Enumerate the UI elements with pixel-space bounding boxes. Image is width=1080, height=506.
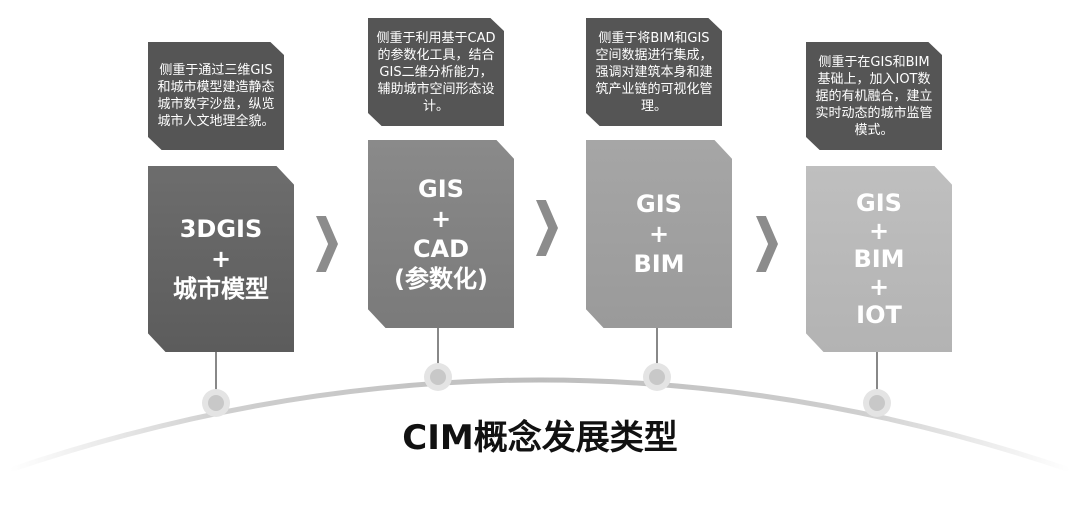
stage-2-line-1: GIS	[418, 175, 464, 203]
timeline-dot-2	[430, 369, 446, 385]
diagram-title: CIM概念发展类型	[402, 418, 678, 458]
stage-2-line-3: CAD	[412, 235, 470, 263]
stage-2-box: GIS + CAD (参数化)	[368, 140, 514, 328]
timeline-dot-1	[208, 395, 224, 411]
stage-2-line-4: (参数化)	[394, 265, 488, 293]
stage-4-line-3: BIM	[853, 245, 905, 273]
stage-4-box: GIS + BIM + IOT	[806, 166, 952, 352]
stage-3-line-3: BIM	[633, 250, 685, 278]
stage-1-line-3: 城市模型	[173, 275, 269, 303]
stage-4-line-4: +	[868, 273, 890, 301]
stage-4-line-1: GIS	[856, 189, 902, 217]
stage-4-line-2: +	[868, 217, 890, 245]
timeline-curve	[9, 377, 1071, 473]
stage-4-line-5: IOT	[856, 301, 902, 329]
stage-3-box: GIS + BIM	[586, 140, 732, 328]
timeline-dot-3	[649, 369, 665, 385]
stage-1-line-1: 3DGIS	[179, 215, 263, 243]
stage-4-description: 侧重于在GIS和BIM基础上，加入IOT数据的有机融合，建立实时动态的城市监管模…	[806, 42, 942, 150]
timeline-dot-4	[869, 395, 885, 411]
stage-2-description: 侧重于利用基于CAD的参数化工具，结合GIS二维分析能力，辅助城市空间形态设计。	[368, 18, 504, 126]
stage-2-line-2: +	[430, 205, 452, 233]
stage-1-box: 3DGIS + 城市模型	[148, 166, 294, 352]
stage-3-line-2: +	[648, 220, 670, 248]
stage-1-line-2: +	[210, 245, 232, 273]
stage-1-description: 侧重于通过三维GIS和城市模型建造静态城市数字沙盘，纵览城市人文地理全貌。	[148, 42, 284, 150]
stage-3-description: 侧重于将BIM和GIS空间数据进行集成，强调对建筑本身和建筑产业链的可视化管理。	[586, 18, 722, 126]
stage-3-line-1: GIS	[636, 190, 682, 218]
